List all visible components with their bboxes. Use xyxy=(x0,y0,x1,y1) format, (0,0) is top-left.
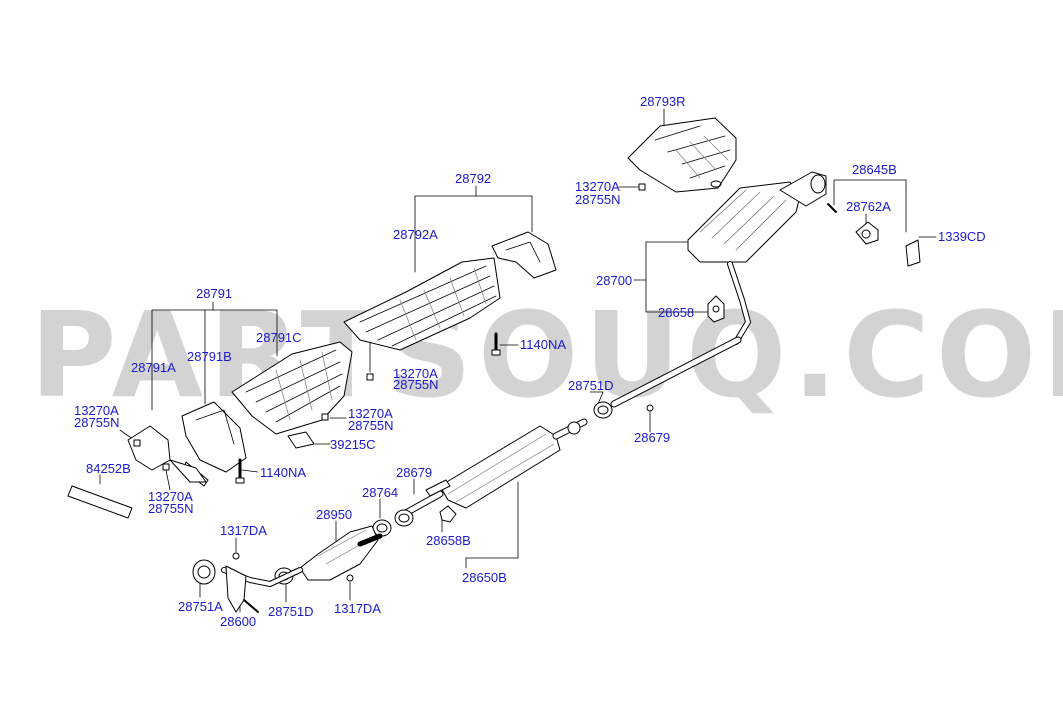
label-28755N-bottom[interactable]: 28755N xyxy=(148,501,194,516)
label-28950[interactable]: 28950 xyxy=(316,507,353,522)
label-28755N-left[interactable]: 28755N xyxy=(74,415,120,430)
bolt-13270A-right[interactable] xyxy=(321,413,329,421)
gasket-28751A[interactable] xyxy=(192,559,216,585)
hanger-28658[interactable] xyxy=(707,295,725,323)
center-muffler-28650B[interactable] xyxy=(400,418,588,518)
label-28679-mid[interactable]: 28679 xyxy=(396,465,433,480)
front-pipe-28600[interactable] xyxy=(221,565,303,613)
label-28755N-right[interactable]: 28755N xyxy=(348,418,394,433)
label-13270A-mid[interactable]: 13270A xyxy=(393,366,438,381)
label-28679-right[interactable]: 28679 xyxy=(634,430,671,445)
bracket-1339CD[interactable] xyxy=(905,239,921,267)
gasket-28751D-right[interactable] xyxy=(593,401,613,419)
label-28791[interactable]: 28791 xyxy=(196,286,233,301)
label-28751D-bottom[interactable]: 28751D xyxy=(268,604,314,619)
bolt-1140NA-left[interactable] xyxy=(235,458,245,484)
label-13270A-top[interactable]: 13270A xyxy=(575,179,620,194)
label-1339CD[interactable]: 1339CD xyxy=(938,229,986,244)
label-28751A[interactable]: 28751A xyxy=(178,599,223,614)
label-1317DA-bottom[interactable]: 1317DA xyxy=(334,601,381,616)
heat-shield-28791A[interactable] xyxy=(127,425,207,483)
hanger-28679-mid[interactable] xyxy=(425,479,451,497)
heat-shield-28791C[interactable] xyxy=(231,341,353,435)
label-13270A-bottom[interactable]: 13270A xyxy=(148,489,193,504)
label-28764[interactable]: 28764 xyxy=(362,485,399,500)
label-28755N-mid[interactable]: 28755N xyxy=(393,377,439,392)
catalytic-converter-28950[interactable] xyxy=(299,525,383,581)
label-28762A[interactable]: 28762A xyxy=(846,199,891,214)
label-28645B[interactable]: 28645B xyxy=(852,162,897,177)
label-28600[interactable]: 28600 xyxy=(220,614,257,629)
label-28791A[interactable]: 28791A xyxy=(131,360,176,375)
nut-1317DA-top[interactable] xyxy=(232,552,240,560)
gasket-28764[interactable] xyxy=(394,509,414,527)
hanger-28762A[interactable] xyxy=(855,221,879,245)
label-28791C[interactable]: 28791C xyxy=(256,330,302,345)
label-1317DA-top[interactable]: 1317DA xyxy=(220,523,267,538)
bolt-28645B[interactable] xyxy=(827,203,837,213)
nut-1317DA-right[interactable] xyxy=(346,574,354,582)
label-28755N-top[interactable]: 28755N xyxy=(575,192,621,207)
label-28791B[interactable]: 28791B xyxy=(187,349,232,364)
bolt-1140NA-mid[interactable] xyxy=(491,332,501,356)
bolt-13270A-bottom[interactable] xyxy=(162,463,170,471)
label-28658[interactable]: 28658 xyxy=(658,305,695,320)
bolt-13270A-mid[interactable] xyxy=(366,373,374,381)
heat-shield-28793R[interactable] xyxy=(627,117,737,193)
label-28700[interactable]: 28700 xyxy=(596,273,633,288)
bracket-39215C[interactable] xyxy=(287,431,315,449)
label-1140NA-left[interactable]: 1140NA xyxy=(260,465,307,480)
label-28793R[interactable]: 28793R xyxy=(640,94,686,109)
label-39215C[interactable]: 39215C xyxy=(330,437,376,452)
nut-28679-right[interactable] xyxy=(646,404,654,412)
label-28658B[interactable]: 28658B xyxy=(426,533,471,548)
label-1140NA-mid[interactable]: 1140NA xyxy=(520,337,567,352)
hanger-28658B[interactable] xyxy=(439,505,457,523)
label-28792[interactable]: 28792 xyxy=(455,171,492,186)
label-28751D-right[interactable]: 28751D xyxy=(568,378,614,393)
heat-shield-28792[interactable] xyxy=(343,231,557,351)
strip-84252B[interactable] xyxy=(67,485,133,519)
center-pipe[interactable] xyxy=(610,336,742,408)
label-28792A[interactable]: 28792A xyxy=(393,227,438,242)
watermark: PARTSOUQ.COM xyxy=(30,286,1063,424)
bolt-13270A-left[interactable] xyxy=(133,439,141,447)
bolt-13270A-top[interactable] xyxy=(638,183,646,191)
label-13270A-left[interactable]: 13270A xyxy=(74,403,119,418)
label-28650B[interactable]: 28650B xyxy=(462,570,507,585)
label-13270A-right[interactable]: 13270A xyxy=(348,406,393,421)
rear-muffler-28700[interactable] xyxy=(687,171,827,345)
label-84252B[interactable]: 84252B xyxy=(86,461,131,476)
